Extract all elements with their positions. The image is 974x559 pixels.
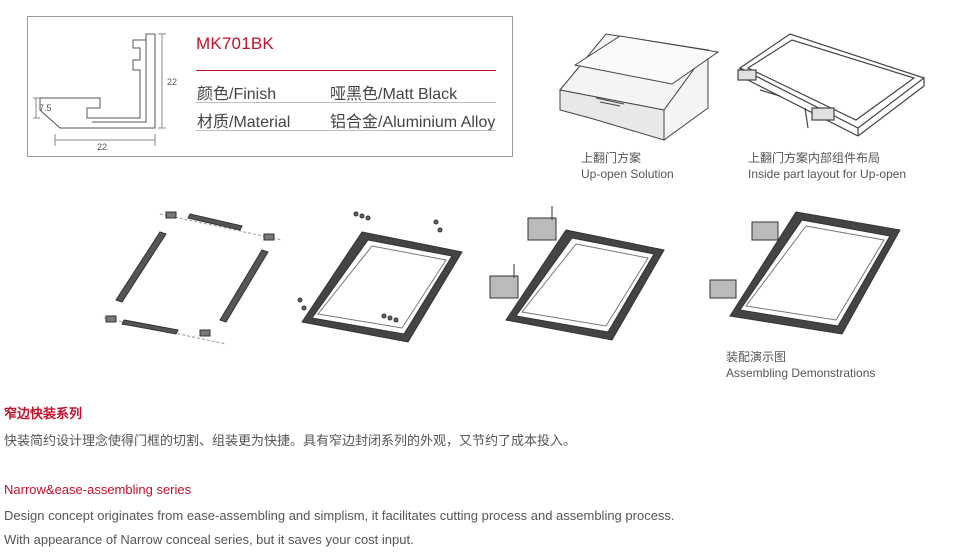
spec-divider [196,102,496,103]
up-open-caption-en: Up-open Solution [581,167,674,181]
finish-label: 颜色/Finish [197,86,277,103]
dim-width-label: 22 [97,142,108,152]
assembling-caption-en: Assembling Demonstrations [726,366,876,380]
inside-layout-caption-cn: 上翻门方案内部组件布局 [748,151,881,165]
dim-height-label: 22 [167,77,178,87]
spec-divider-bottom [196,130,496,131]
model-underline [196,70,496,71]
series-heading-cn: 窄边快装系列 [4,406,83,421]
series-heading-en: Narrow&ease-assembling series [4,482,192,497]
series-text-en-line1: Design concept originates from ease-asse… [4,508,675,523]
material-value: 铝合金/Aluminium Alloy [330,114,496,131]
inside-layout-caption-en: Inside part layout for Up-open [748,167,907,181]
profile-spec-box [27,16,513,157]
series-text-cn: 快装简约设计理念使得门框的切割、组装更为快捷。具有窄边封闭系列的外观，又节约了成… [4,433,577,448]
material-label: 材质/Material [197,114,291,131]
dim-lip-label: 7.5 [39,103,52,113]
finish-value: 哑黑色/Matt Black [330,86,458,103]
up-open-caption-cn: 上翻门方案 [581,151,642,165]
series-text-en-line2: With appearance of Narrow conceal series… [4,532,414,547]
assembling-caption-cn: 装配演示图 [726,350,787,364]
model-number: MK701BK [196,34,274,53]
